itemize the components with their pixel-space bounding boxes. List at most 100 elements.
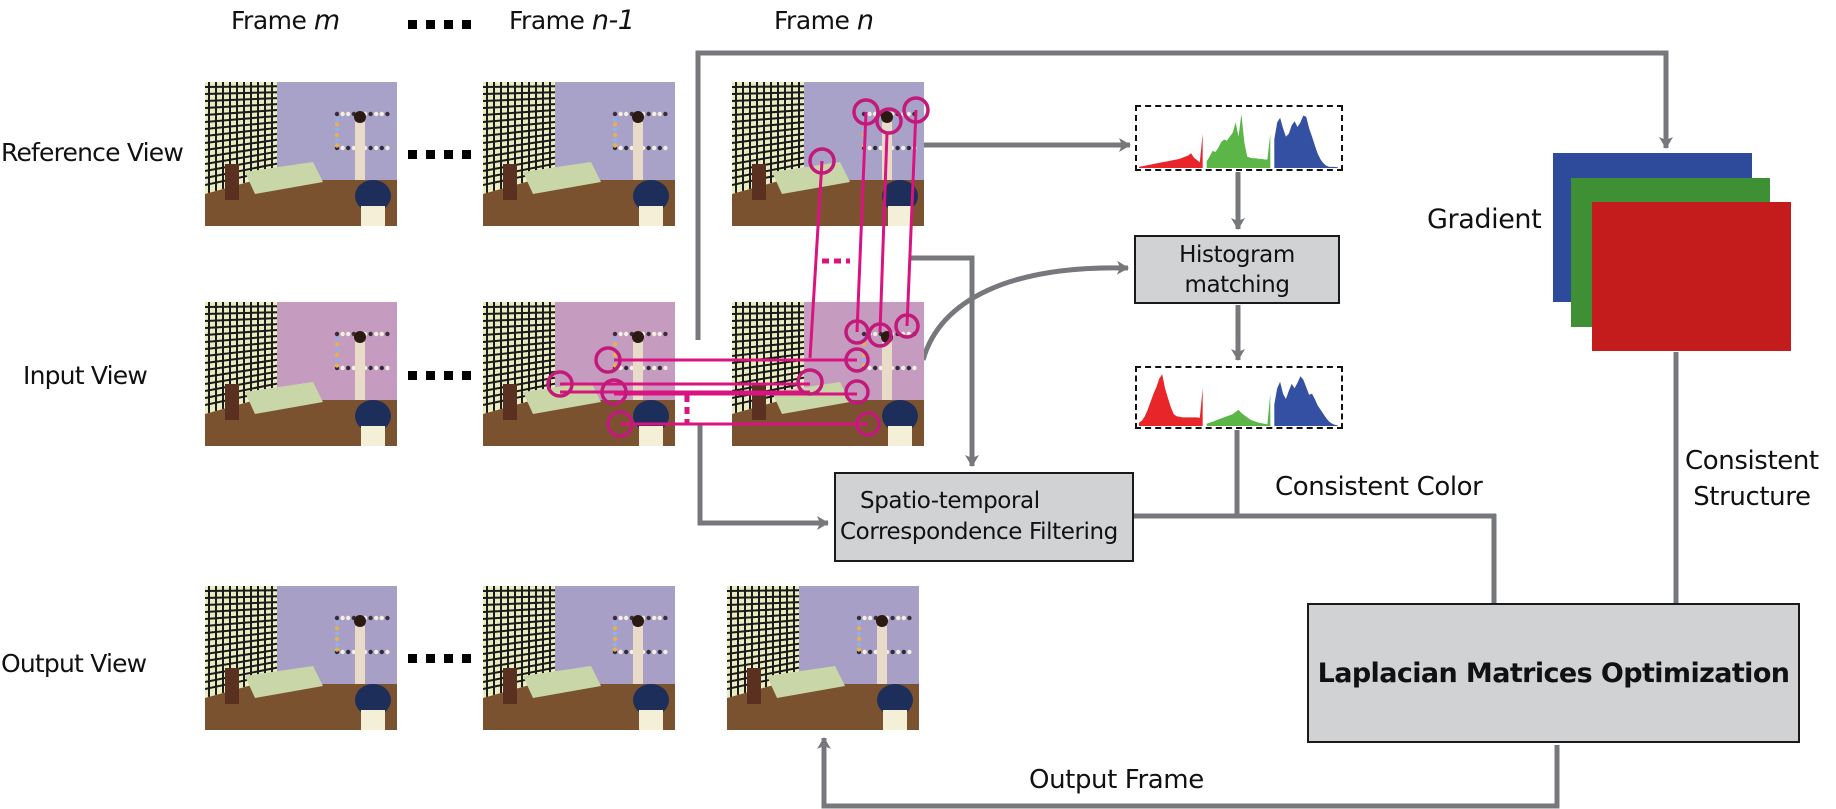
scene-person [633,342,643,400]
scene-person [877,626,887,684]
scene-person-head [881,111,893,123]
spatio-temporal-line1: Spatio-temporal [860,488,1040,514]
corr-circle [808,147,836,175]
scene-person-head [632,111,644,123]
histogram-matched [1135,366,1343,429]
laplacian-label: Laplacian Matrices Optimization [1317,657,1790,689]
thumb-input-frame-n [732,302,924,446]
gradient-red-channel [1592,202,1791,351]
row-label-reference: Reference View [1,138,184,167]
scene-pedestal [888,206,912,226]
arrow-inputn1-to-filtering [697,425,829,530]
scene-person [355,342,365,400]
scene-pedestal [639,206,663,226]
corr-circle [844,379,870,405]
scene-pedestal [361,206,385,226]
header-frame-m: Frame m [231,5,340,36]
scene-doll [355,180,391,212]
scene-table [523,666,601,698]
scene-table [245,162,323,194]
corr-circle [844,347,870,373]
header-frame-n-1: Frame n-1 [509,5,635,36]
scene-chair [503,668,517,704]
thumb-output-frame-n [727,586,919,730]
spatio-temporal-filtering-box: Spatio-temporal Correspondence Filtering [834,472,1134,562]
histogram-green-channel [1206,113,1271,168]
scene-person-head [876,615,888,627]
header-frame-n: Frame n [774,5,874,36]
header-var: n-1 [591,5,635,36]
header-prefix: Frame [509,6,585,35]
scene-grid-lines [205,586,278,697]
histogram-red-channel [1139,374,1203,426]
scene-person-head [354,111,366,123]
header-var: m [313,5,340,36]
ellipsis-reference [408,150,471,159]
scene-table [245,666,323,698]
scene-chair [225,668,239,704]
thumb-input-frame-m [205,302,397,446]
histogram-blue-channel [1274,115,1338,168]
scene-lights [334,111,390,151]
laplacian-optimization-box: Laplacian Matrices Optimization [1307,603,1800,743]
scene-table [523,382,601,414]
scene-doll [882,400,918,432]
scene-doll [633,684,669,716]
scene-chair [503,384,517,420]
corr-circle [855,411,881,437]
scene-person [633,122,643,180]
arrow-input-to-matching [920,260,1129,361]
output-frame-label: Output Frame [1029,765,1204,795]
corr-circle [606,410,634,438]
scene-doll [877,684,913,716]
header-var: n [856,5,874,36]
arrow-to-gradient [695,50,1673,340]
scene-table [245,382,323,414]
scene-person [633,626,643,684]
corr-link [905,109,918,327]
scene-table [523,162,601,194]
ellipsis-header [408,20,471,29]
histogram-reference [1135,105,1343,171]
scene-pedestal [639,426,663,446]
scene-person [882,342,892,400]
scene-pedestal [888,426,912,446]
corr-circle [796,368,824,396]
histogram-matching-line2: matching [1184,271,1290,298]
arrow-output-frame [817,737,1560,809]
ellipsis-output [408,654,471,663]
scene-person [355,122,365,180]
scene-pedestal [639,710,663,730]
scene-person-head [354,615,366,627]
histogram-matching-box: Histogram matching [1134,235,1340,304]
scene-chair [752,164,766,200]
scene-doll [355,400,391,432]
consistent-structure-line1: Consistent [1685,446,1819,476]
spatio-temporal-line2: Correspondence Filtering [840,519,1118,545]
scene-chair [225,164,239,200]
scene-doll [882,180,918,212]
corr-circle [894,313,920,339]
scene-pedestal [883,710,907,730]
scene-pedestal [361,426,385,446]
corr-circle [852,98,880,126]
scene-table [772,382,850,414]
consistent-structure-label: Consistent Structure [1685,443,1819,515]
corr-link [855,111,868,333]
corr-circle [902,96,930,124]
scene-person-head [632,331,644,343]
scene-doll [633,180,669,212]
scene-doll [355,684,391,716]
row-label-input: Input View [23,361,148,390]
histogram-green-channel [1206,393,1271,426]
corr-circle [867,322,893,348]
scene-chair [747,668,761,704]
scene-lights [612,111,668,151]
histogram-red-channel [1139,133,1203,168]
histogram-matched-plot [1139,374,1338,426]
scene-grid-lines [483,302,556,413]
histogram-blue-channel [1274,376,1338,426]
corr-circle [594,346,622,374]
corr-link [878,132,889,333]
